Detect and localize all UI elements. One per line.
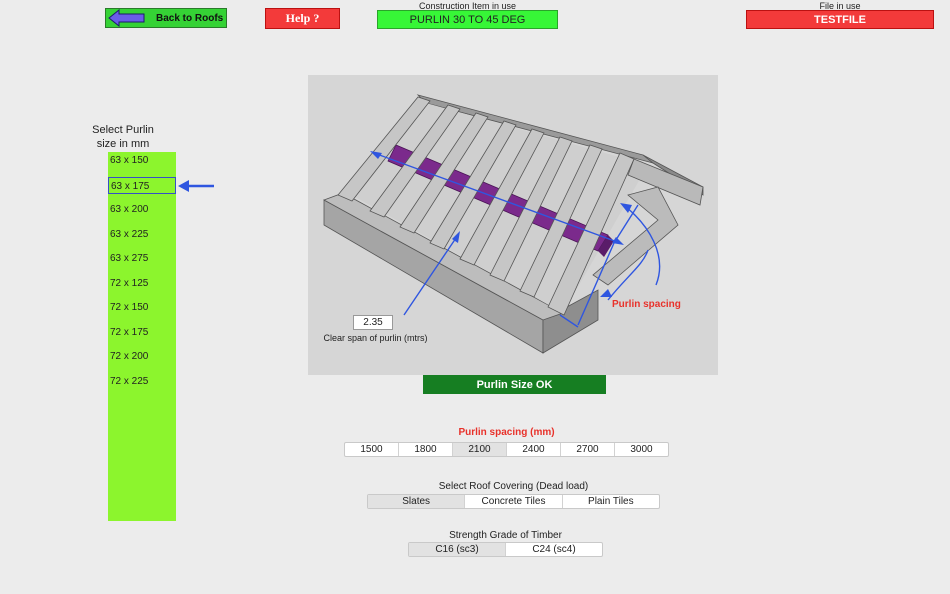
purlin-size-status: Purlin Size OK [423,375,606,394]
spacing-option[interactable]: 2100 [452,443,506,456]
purlin-spacing-title: Purlin spacing (mm) [458,427,555,438]
timber-grade-title: Strength Grade of Timber [449,530,562,541]
size-option[interactable]: 63 x 225 [110,228,149,240]
selection-pointer-arrow-icon [178,180,214,192]
size-option[interactable]: 63 x 175 [108,176,176,194]
roof-covering-title: Select Roof Covering (Dead load) [438,481,589,492]
roof-structure-illustration [323,94,704,354]
spacing-option[interactable]: 2700 [560,443,614,456]
clear-span-input[interactable]: 2.35 [353,315,393,330]
timber-grade-selector[interactable]: C16 (sc3)C24 (sc4) [408,542,603,557]
covering-option[interactable]: Concrete Tiles [464,495,561,508]
purlin-roof-diagram [308,75,718,375]
size-list-title-line2: size in mm [96,138,150,150]
covering-option[interactable]: Slates [368,495,465,508]
size-option[interactable]: 63 x 275 [110,253,149,264]
purlin-size-list[interactable]: 63 x 150 63 x 175 63 x 200 63 x 225 63 x 275… [108,152,176,521]
left-arrow-icon [108,9,145,27]
construction-item-value: PURLIN 30 TO 45 DEG [377,10,558,29]
size-option[interactable]: 72 x 225 [110,375,149,387]
spacing-option[interactable]: 2400 [506,443,560,456]
back-to-roofs-button[interactable]: Back to Roofs [105,8,227,28]
clear-span-label: Clear span of purlin (mtrs) [323,333,428,343]
size-list-title: Select Purlin size in mm [86,123,160,151]
file-in-use-caption: File in use [819,1,861,11]
size-option[interactable]: 63 x 200 [110,204,149,215]
size-option[interactable]: 72 x 150 [110,302,149,313]
size-option[interactable]: 72 x 200 [110,351,149,362]
size-list-title-line1: Select Purlin [92,124,154,136]
purlin-spacing-diagram-label: Purlin spacing [612,299,681,310]
construction-item-caption: Construction Item in use [418,1,517,11]
covering-option[interactable]: Plain Tiles [561,495,659,508]
grade-option[interactable]: C16 (sc3) [409,543,505,556]
spacing-option[interactable]: 1800 [398,443,452,456]
help-button[interactable]: Help ? [265,8,340,29]
size-option[interactable]: 72 x 175 [110,326,149,338]
spacing-option[interactable]: 3000 [614,443,668,456]
back-button-label: Back to Roofs [156,12,224,24]
file-in-use-value: TESTFILE [746,10,934,29]
size-option[interactable]: 72 x 125 [110,277,149,289]
size-option[interactable]: 63 x 150 [110,155,149,166]
grade-option[interactable]: C24 (sc4) [505,543,602,556]
spacing-option[interactable]: 1500 [360,444,383,455]
